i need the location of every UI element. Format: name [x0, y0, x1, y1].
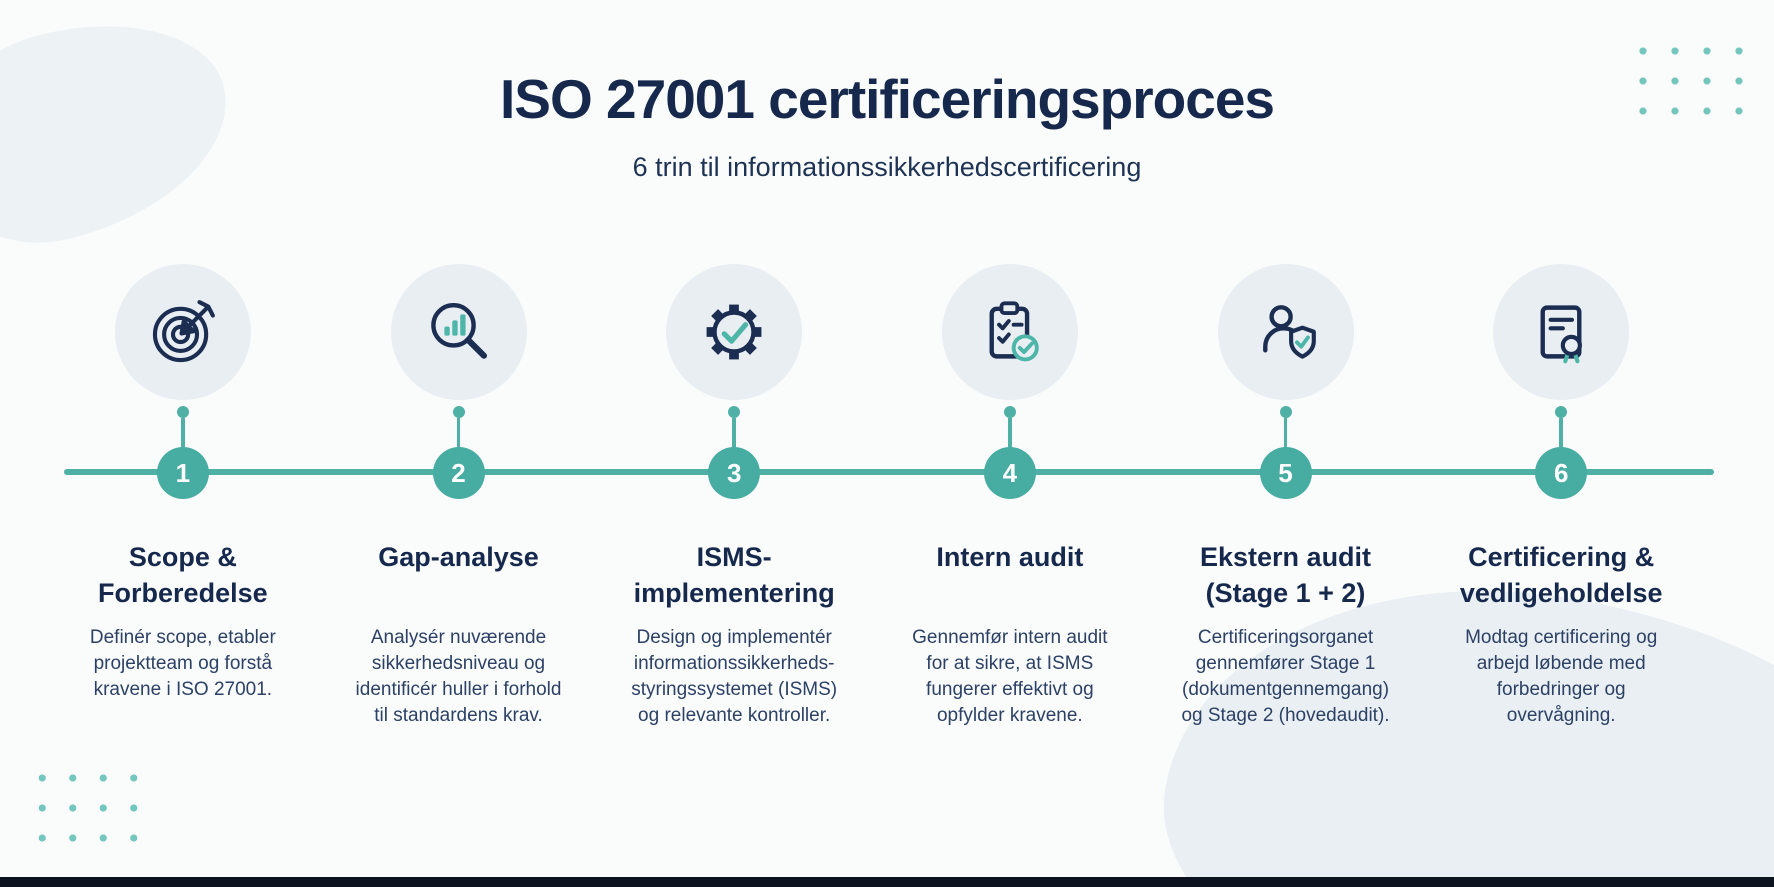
- stem-dot: [1003, 406, 1016, 418]
- step-icon-circle: [114, 264, 251, 400]
- steps-row: 1 Scope & Forberedelse Definér scope, et…: [45, 264, 1699, 729]
- stem-line: [1008, 418, 1012, 449]
- stem-line: [181, 418, 185, 449]
- step-title: Ekstern audit (Stage 1 + 2): [1200, 542, 1372, 608]
- dots-grid-top-right: [1627, 36, 1755, 126]
- stem-dot: [1555, 406, 1568, 418]
- step-icon-circle: [941, 264, 1078, 400]
- bottom-bar: [0, 877, 1774, 887]
- target-arrow-icon: [152, 300, 215, 363]
- timeline-line: [64, 469, 1714, 475]
- step-number-badge: 6: [1537, 449, 1586, 497]
- page-title: ISO 27001 certificeringsproces: [499, 68, 1275, 130]
- step-icon-circle: [1493, 264, 1630, 400]
- stem-line: [456, 418, 461, 449]
- step-number-badge: 3: [710, 449, 759, 497]
- step-number-badge: 1: [158, 449, 207, 497]
- step-title: Scope & Forberedelse: [98, 542, 268, 608]
- step-description: Modtag certificering og arbejd løbende m…: [1465, 627, 1658, 726]
- stem-dot: [1279, 406, 1292, 418]
- step-number-badge: 5: [1261, 449, 1310, 497]
- certificate-ribbon-icon: [1540, 305, 1583, 364]
- header: ISO 27001 certificeringsproces 6 trin ti…: [0, 68, 1774, 183]
- stem-line: [1283, 418, 1288, 449]
- stem-dot: [452, 406, 465, 418]
- stem-dot: [728, 406, 741, 418]
- page-subtitle: 6 trin til informationssikkerhedscertifi…: [632, 152, 1142, 182]
- step-title: Intern audit: [936, 542, 1084, 572]
- step-title: ISMS- implementering: [633, 542, 835, 608]
- step-column-5: 5 Ekstern audit (Stage 1 + 2) Certificer…: [1148, 264, 1424, 729]
- clipboard-checklist-icon: [989, 301, 1039, 362]
- magnifier-chart-icon: [430, 302, 487, 359]
- step-column-6: 6 Certificering & vedligeholdelse Modtag…: [1423, 264, 1699, 729]
- step-title: Gap-analyse: [378, 542, 539, 572]
- step-column-3: 3 ISMS- implementering Design og impleme…: [596, 264, 872, 729]
- step-number-badge: 4: [985, 449, 1034, 497]
- step-column-2: 2 Gap-analyse Analysér nuværende sikkerh…: [321, 264, 597, 729]
- step-icon-circle: [666, 264, 803, 400]
- step-title: Certificering & vedligeholdelse: [1459, 542, 1663, 608]
- step-description: Design og implementér informationssikker…: [631, 627, 838, 726]
- step-icon-circle: [1217, 264, 1354, 400]
- step-description: Certificeringsorganet gennemfører Stage …: [1181, 627, 1390, 726]
- step-description: Gennemfør intern audit for at sikre, at …: [912, 627, 1108, 726]
- stem-line: [732, 418, 736, 449]
- stem-dot: [176, 406, 189, 418]
- step-description: Analysér nuværende sikkerhedsniveau og i…: [355, 627, 562, 726]
- step-description: Definér scope, etabler projektteam og fo…: [89, 627, 276, 700]
- step-column-1: 1 Scope & Forberedelse Definér scope, et…: [45, 264, 321, 729]
- auditor-shield-icon: [1262, 305, 1316, 359]
- step-column-4: 4 Intern audit Gennemfør intern audit fo…: [872, 264, 1148, 729]
- step-icon-circle: [390, 264, 527, 400]
- step-number-badge: 2: [434, 449, 483, 497]
- stem-line: [1559, 418, 1563, 449]
- gear-check-icon: [706, 304, 762, 360]
- dots-grid-bottom-left: [27, 763, 149, 853]
